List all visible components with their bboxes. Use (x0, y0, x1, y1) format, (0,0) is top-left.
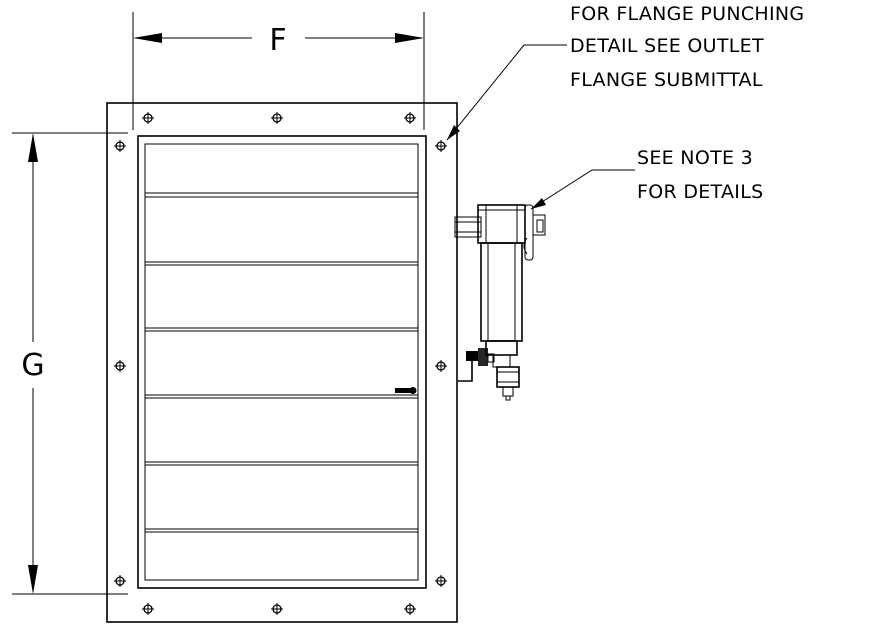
height-dimension: G (12, 132, 128, 595)
linkage-pin (395, 388, 415, 393)
bolt-hole-crosshair-icon (142, 112, 154, 124)
leader-arrowhead (447, 125, 460, 140)
leader-arrowhead (531, 198, 546, 209)
bolt-hole-crosshair-icon (142, 603, 154, 615)
bolt-hole-crosshair-icon (271, 603, 283, 615)
actuator-note-line-1: SEE NOTE 3 (637, 147, 753, 169)
flange-note-line-2: DETAIL SEE OUTLET (570, 35, 764, 57)
damper-blades (145, 192, 418, 533)
damper-flange (106, 102, 458, 623)
width-dimension-label: F (269, 23, 286, 58)
bolt-hole-crosshair-icon (435, 140, 447, 152)
bolt-hole-crosshair-icon (404, 112, 416, 124)
bolt-hole-crosshair-icon (404, 603, 416, 615)
bolt-hole-crosshair-icon (271, 112, 283, 124)
actuator-note: SEE NOTE 3 FOR DETAILS (530, 147, 763, 210)
actuator-note-line-2: FOR DETAILS (637, 181, 763, 203)
width-dimension: F (132, 12, 425, 130)
bolt-hole-crosshair-icon (435, 575, 447, 587)
flange-note: FOR FLANGE PUNCHING DETAIL SEE OUTLET FL… (446, 3, 804, 141)
flange-note-line-1: FOR FLANGE PUNCHING (570, 3, 804, 25)
flange-note-line-3: FLANGE SUBMITTAL (570, 69, 763, 91)
actuator-assembly (454, 204, 546, 401)
height-dimension-label: G (21, 348, 44, 383)
bolt-hole-crosshair-icon (114, 140, 126, 152)
bolt-hole-crosshair-icon (114, 360, 126, 372)
bolt-holes (114, 112, 447, 615)
bolt-hole-crosshair-icon (114, 575, 126, 587)
bolt-hole-crosshair-icon (435, 360, 447, 372)
